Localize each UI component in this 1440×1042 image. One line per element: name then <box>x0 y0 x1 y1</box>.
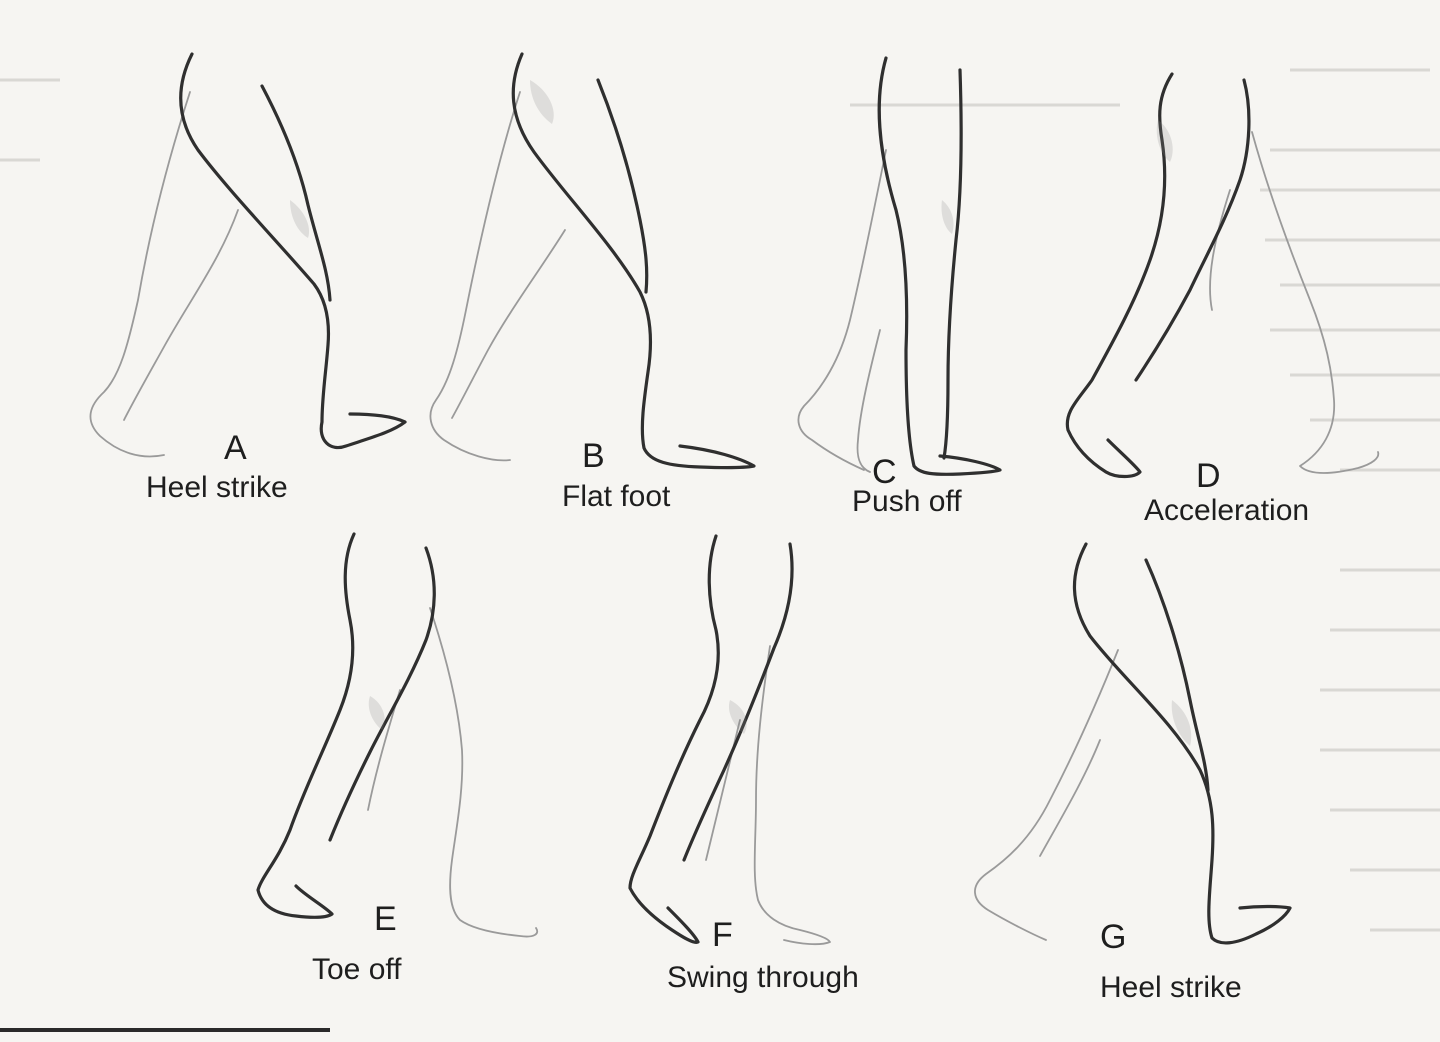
phase-c-caption: Push off <box>852 485 962 518</box>
phase-b-caption: Flat foot <box>562 480 671 513</box>
leg-figure-d <box>1065 72 1380 479</box>
phase-b-letter: B <box>582 437 605 475</box>
background-text-ghost <box>0 68 1440 932</box>
phase-c-letter: C <box>872 453 897 491</box>
leg-figure-a <box>89 52 407 458</box>
phase-e-caption: Toe off <box>312 953 402 986</box>
phase-g-letter: G <box>1100 918 1127 956</box>
phase-d-caption: Acceleration <box>1144 494 1310 527</box>
phase-a-letter: A <box>224 429 247 467</box>
phase-d-letter: D <box>1196 457 1221 495</box>
phase-f-letter: F <box>712 916 733 954</box>
leg-figure-b <box>429 52 756 470</box>
leg-figure-e <box>256 532 539 938</box>
phase-g-caption: Heel strike <box>1100 971 1242 1004</box>
phase-e-letter: E <box>374 900 397 938</box>
phase-f-caption: Swing through <box>667 961 859 994</box>
leg-figure-g <box>974 542 1292 945</box>
phase-a-caption: Heel strike <box>146 471 288 504</box>
leg-figure-f <box>628 534 831 946</box>
leg-figure-c <box>797 56 1002 476</box>
